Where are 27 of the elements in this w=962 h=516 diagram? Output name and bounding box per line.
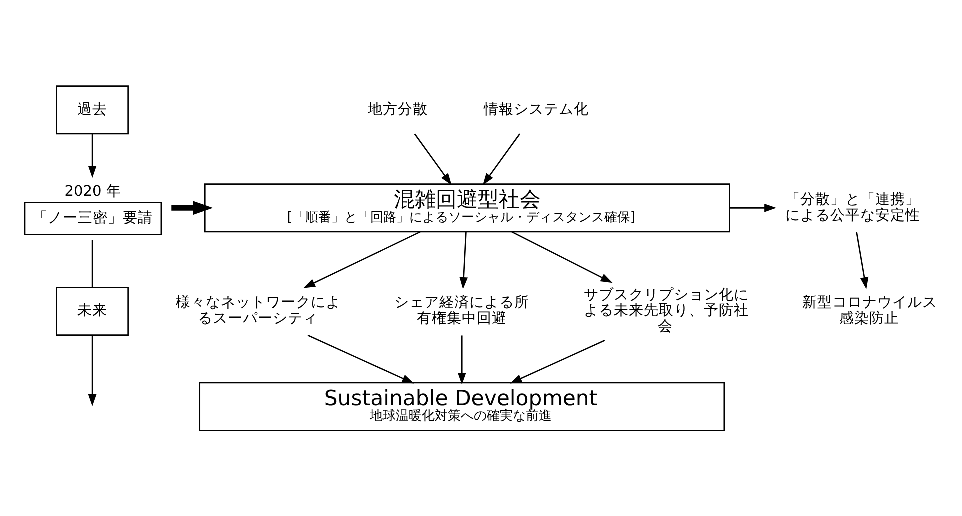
arrow bbox=[510, 340, 606, 384]
node-box: 混雑回避型社会 [「順番」と「回路」によるソーシャル・ディスタンス確保] bbox=[204, 183, 730, 232]
arrow bbox=[460, 232, 468, 289]
arrow bbox=[88, 335, 97, 406]
node-text: 新型コロナウイルス感染防止 bbox=[802, 294, 938, 327]
node-text: 様々なネットワークによるスーパーシティ bbox=[176, 294, 342, 327]
arrow bbox=[482, 133, 521, 185]
node-text: 情報システム化 bbox=[484, 100, 589, 118]
arrow bbox=[303, 230, 421, 288]
arrow bbox=[308, 334, 414, 384]
arrow bbox=[730, 203, 777, 212]
arrow bbox=[512, 231, 613, 283]
arrow bbox=[856, 232, 869, 289]
connector bbox=[92, 240, 94, 288]
arrow bbox=[414, 133, 452, 185]
node-box: 過去 bbox=[56, 85, 129, 134]
node-box: 未来 bbox=[56, 286, 129, 336]
node-text: サブスクリプション化による未来先取り、予防社会 bbox=[584, 286, 749, 335]
node-box: Sustainable Development 地球温暖化対策への確実な前進 bbox=[199, 382, 726, 431]
arrow bbox=[88, 134, 97, 178]
node-box: 「ノー三密」要請 bbox=[24, 202, 162, 235]
node-label: 2020 年 bbox=[64, 182, 122, 200]
node-text: シェア経済による所有権集中回避 bbox=[394, 294, 530, 327]
arrow bbox=[172, 200, 214, 215]
node-text: 地方分散 bbox=[368, 100, 428, 118]
node-text: 「分散」と「連携」による公平な安定性 bbox=[785, 190, 920, 224]
arrow bbox=[458, 335, 466, 384]
